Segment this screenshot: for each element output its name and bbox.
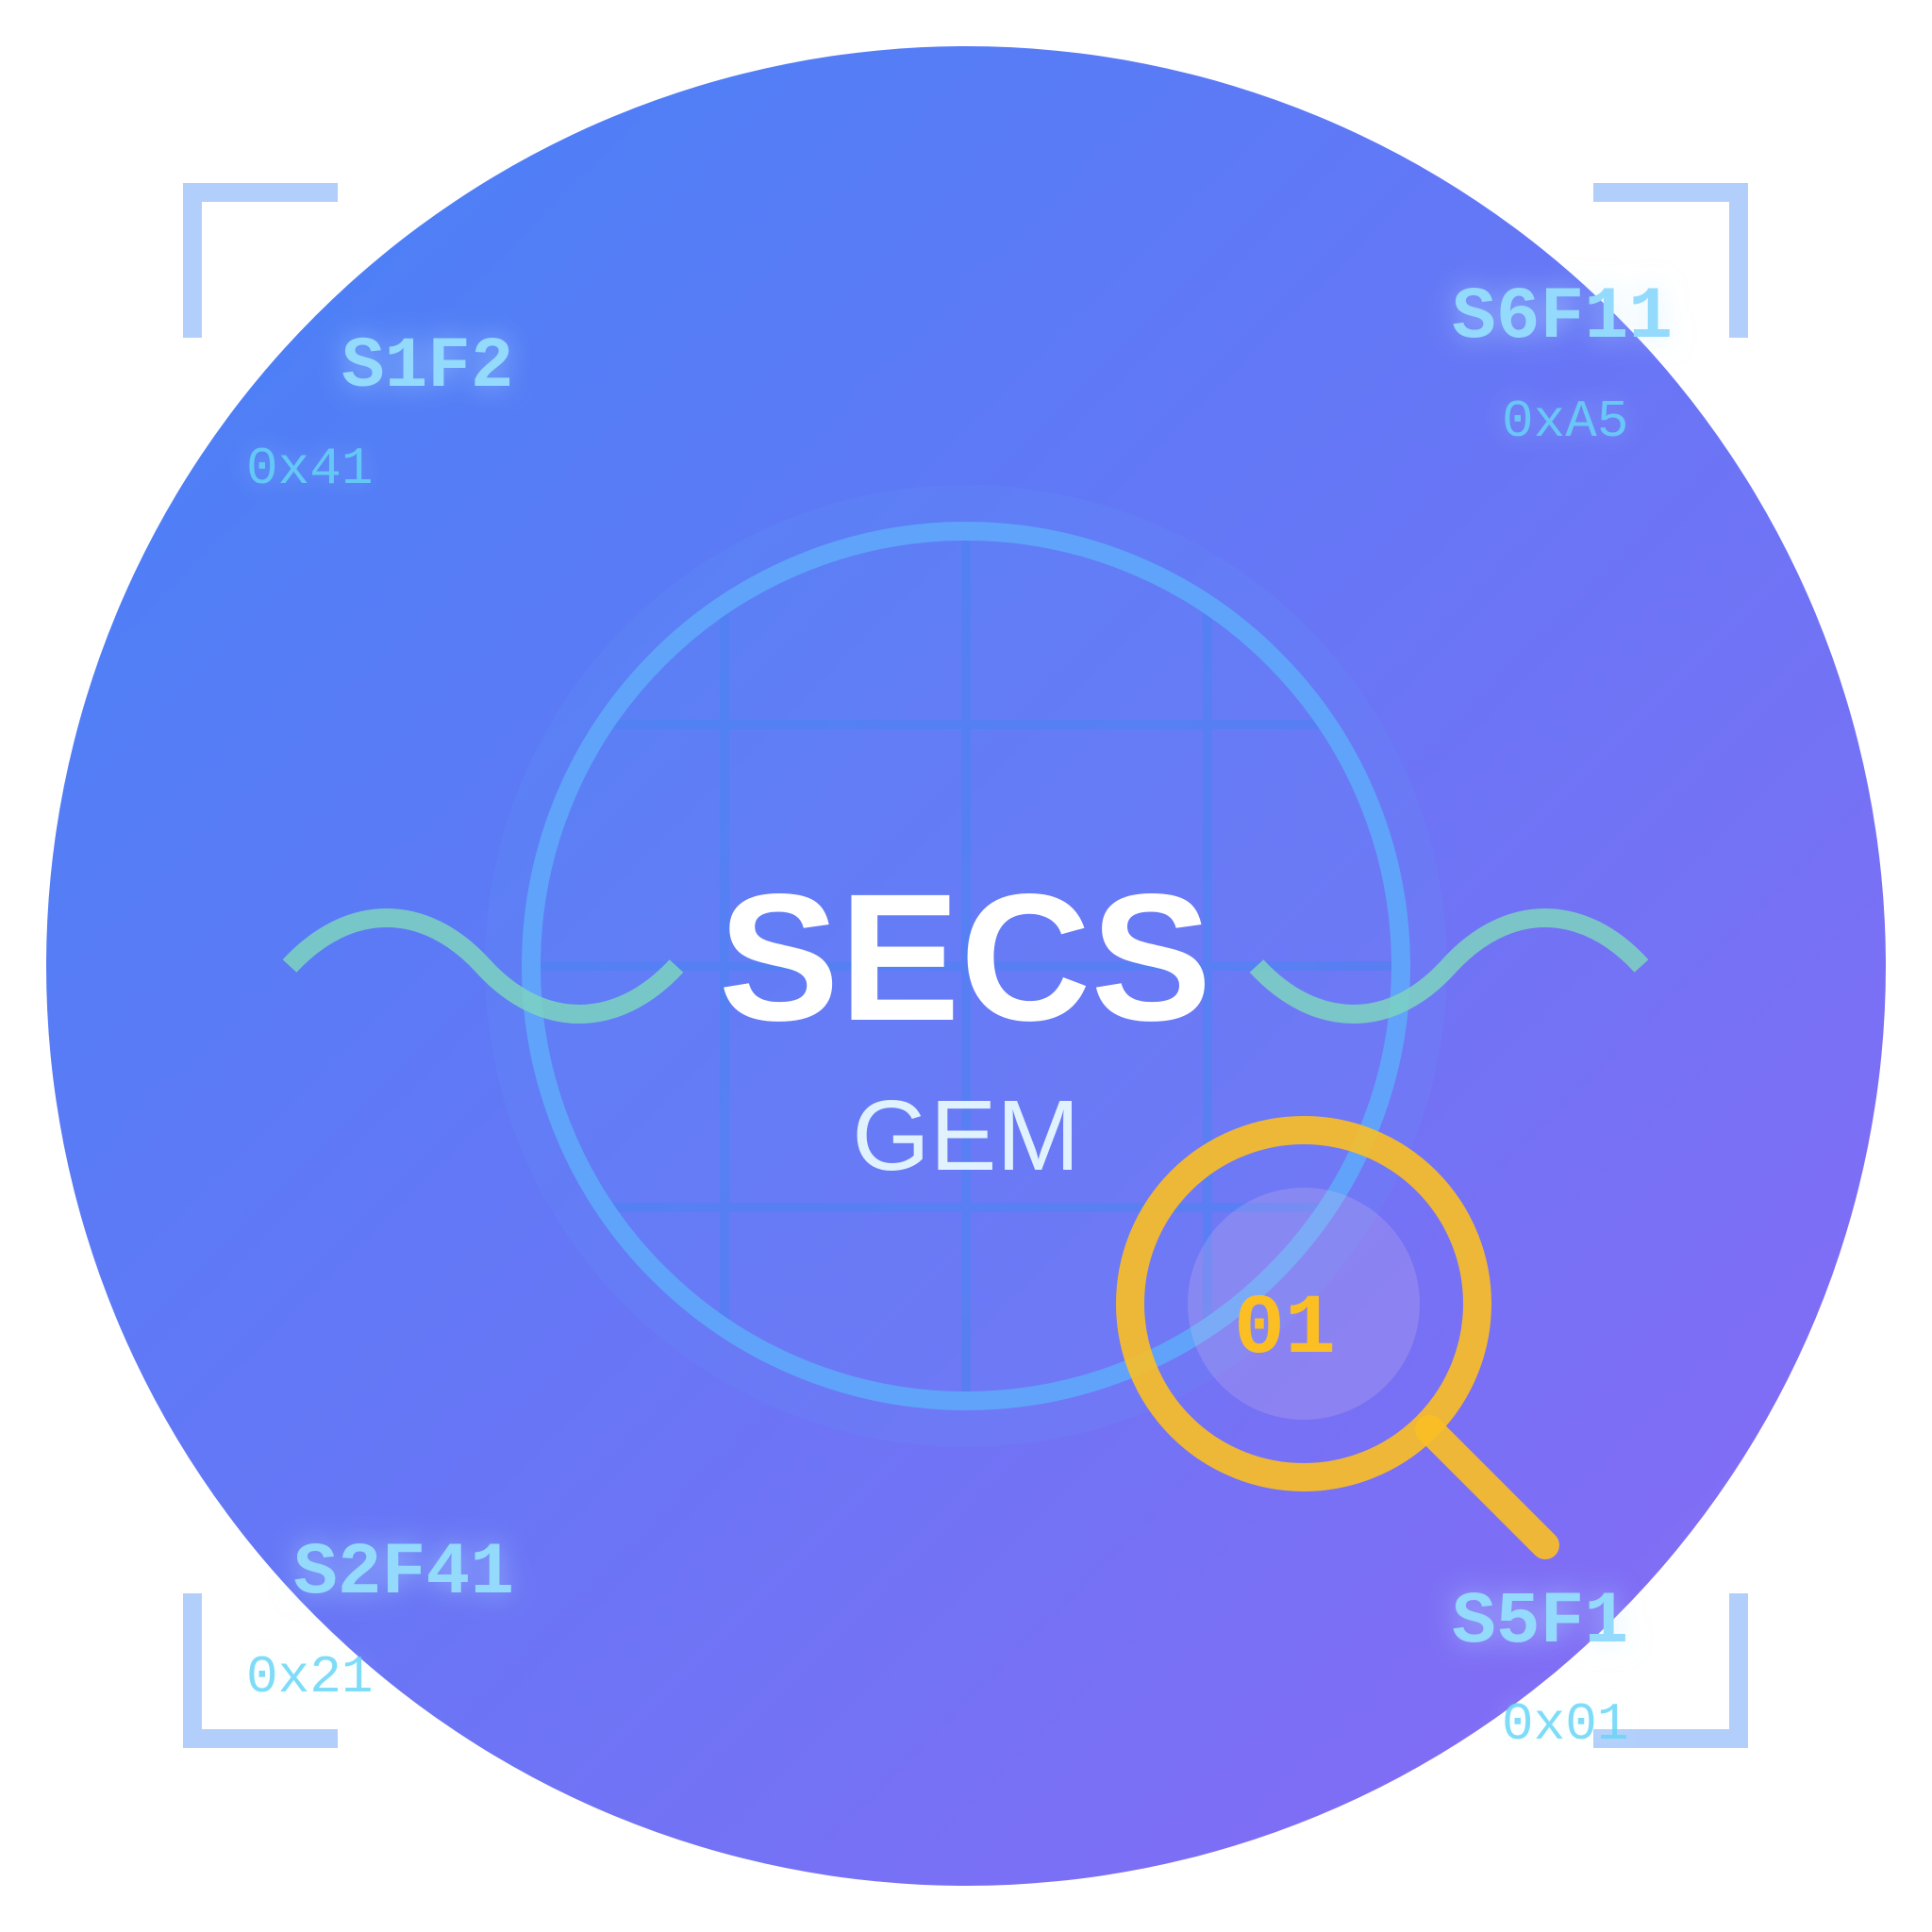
message-hex: 0x01 xyxy=(1502,1694,1628,1755)
signal-wave-left-icon xyxy=(282,908,684,1024)
signal-waves xyxy=(282,908,1649,1024)
message-bottom-right: S5F1 0x01 xyxy=(1452,1581,1628,1755)
message-code: S5F1 xyxy=(1452,1581,1628,1664)
message-hex: 0x21 xyxy=(246,1647,373,1707)
magnifier-icon: 01 xyxy=(1116,1116,1559,1559)
signal-wave-right-icon xyxy=(1249,908,1649,1024)
bracket-bottom-left-icon xyxy=(183,1593,338,1748)
grid xyxy=(530,530,1402,1402)
inner-ring xyxy=(522,522,1410,1410)
bracket-top-right-icon xyxy=(1593,183,1748,338)
lens-glow xyxy=(1188,1188,1420,1420)
message-code: S6F11 xyxy=(1452,276,1673,359)
message-hex: 0xA5 xyxy=(1502,391,1628,452)
message-top-left: S1F2 0x41 xyxy=(246,326,513,499)
logo-subtitle: GEM xyxy=(852,1080,1079,1191)
bracket-bottom-right-icon xyxy=(1593,1593,1748,1748)
bracket-top-left-icon xyxy=(183,183,338,338)
message-top-right: S6F11 0xA5 xyxy=(1452,276,1673,452)
lens-ring xyxy=(1116,1116,1491,1491)
logo-title: SECS xyxy=(719,856,1212,1058)
message-code: S2F41 xyxy=(293,1532,514,1615)
lens-handle xyxy=(1415,1415,1559,1559)
corner-brackets xyxy=(183,183,1748,1748)
message-code: S1F2 xyxy=(341,326,513,408)
lens-text: 01 xyxy=(1234,1282,1336,1378)
message-hex: 0x41 xyxy=(246,439,373,499)
message-bottom-left: S2F41 0x21 xyxy=(246,1532,514,1707)
